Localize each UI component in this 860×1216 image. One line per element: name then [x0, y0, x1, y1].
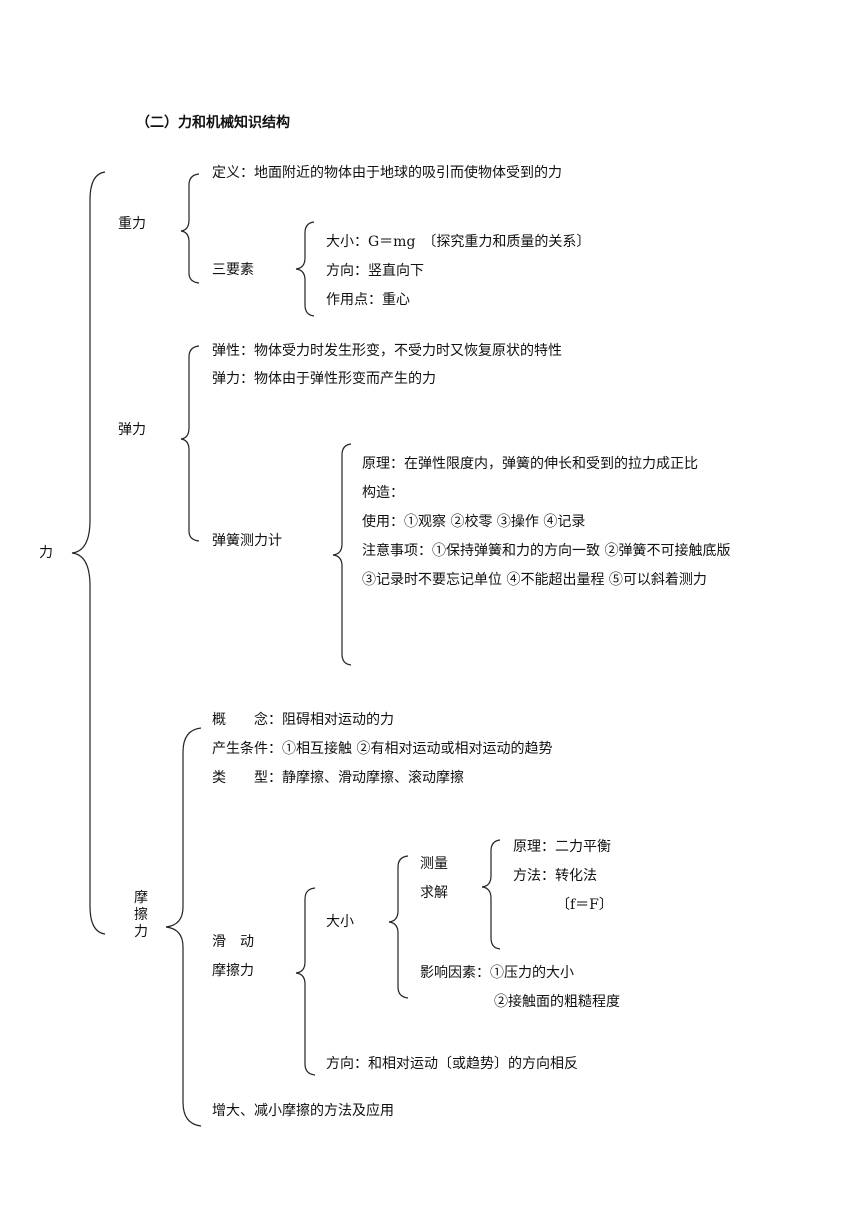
- size-label: 大小: [326, 914, 354, 930]
- elasticity-text: 弹性：物体受力时发生形变，不受力时又恢复原状的特性: [212, 343, 562, 359]
- spring-scale-label: 弹簧测力计: [212, 533, 282, 549]
- measure-line2: 求解: [420, 885, 448, 901]
- friction-conditions: 产生条件：①相互接触 ②有相对运动或相对运动的趋势: [212, 741, 553, 757]
- elastic-label: 弹力: [118, 422, 146, 438]
- gravity-magnitude: 大小：G＝mg 〔探究重力和质量的关系〕: [326, 234, 591, 250]
- gravity-definition: 定义：地面附近的物体由于地球的吸引而使物体受到的力: [212, 165, 562, 181]
- gravity-point: 作用点：重心: [326, 292, 410, 308]
- elastic-brace: [180, 345, 200, 542]
- friction-brace: [165, 727, 202, 1127]
- gravity-direction: 方向：竖直向下: [326, 263, 424, 279]
- root-label: 力: [39, 545, 53, 561]
- scale-brace: [332, 443, 352, 666]
- gravity-label: 重力: [118, 216, 146, 232]
- scale-notes-1: 注意事项：①保持弹簧和力的方向一致 ②弹簧不可接触底版: [362, 543, 731, 559]
- elements-brace: [295, 221, 315, 317]
- sliding-friction-line2: 摩擦力: [212, 963, 254, 979]
- elastic-force-text: 弹力：物体由于弹性形变而产生的力: [212, 371, 436, 387]
- measure-formula: 〔f＝F〕: [556, 897, 613, 913]
- measure-method: 方法：转化法: [513, 868, 597, 884]
- sliding-friction-line1: 滑 动: [212, 934, 254, 950]
- scale-notes-2: ③记录时不要忘记单位 ④不能超出量程 ⑤可以斜着测力: [362, 572, 707, 588]
- factors-2: ②接触面的粗糙程度: [494, 994, 620, 1010]
- scale-usage: 使用：①观察 ②校零 ③操作 ④记录: [362, 514, 586, 530]
- size-brace: [388, 855, 409, 999]
- factors-1: 影响因素：①压力的大小: [420, 965, 574, 981]
- friction-types: 类 型：静摩擦、滑动摩擦、滚动摩擦: [212, 770, 464, 786]
- friction-concept: 概 念：阻碍相对运动的力: [212, 712, 394, 728]
- scale-principle: 原理：在弹性限度内，弹簧的伸长和受到的拉力成正比: [362, 456, 698, 472]
- friction-methods: 增大、减小摩擦的方法及应用: [212, 1103, 394, 1119]
- section-title: （二）力和机械知识结构: [136, 115, 290, 131]
- measure-principle: 原理：二力平衡: [513, 839, 611, 855]
- sliding-brace: [295, 887, 316, 1076]
- friction-direction: 方向：和相对运动〔或趋势〕的方向相反: [326, 1056, 578, 1072]
- gravity-brace: [180, 173, 200, 284]
- measure-brace: [481, 839, 501, 950]
- gravity-elements-label: 三要素: [212, 262, 254, 278]
- scale-structure: 构造：: [362, 485, 404, 501]
- measure-line1: 测量: [420, 856, 448, 872]
- friction-label: 摩擦力: [134, 890, 148, 940]
- root-brace: [71, 171, 106, 935]
